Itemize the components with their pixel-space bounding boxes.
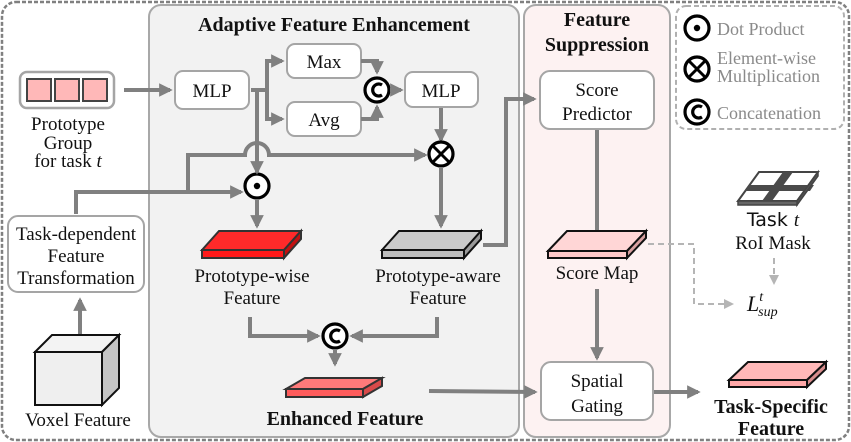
prototype-wise-feature-slab (199, 228, 304, 261)
prototype-group (18, 70, 116, 110)
multiply-operator (427, 140, 455, 168)
prototype-label-3: for task t (34, 151, 102, 172)
enhancement-title: Adaptive Feature Enhancement (198, 14, 470, 36)
dot-operator (243, 172, 271, 200)
prototype-wise-label-1: Prototype-wise (194, 266, 309, 287)
arrow-max-to-concat (361, 59, 384, 75)
score-map-label: Score Map (556, 263, 639, 284)
score-predictor-line2: Predictor (562, 104, 632, 125)
dot-product-icon (683, 14, 711, 42)
legend-frame (675, 5, 845, 130)
enhanced-feature-label: Enhanced Feature (267, 408, 424, 430)
task-specific-feature-slab (726, 359, 829, 390)
arrow-avg-to-concat (361, 104, 384, 121)
voxel-feature-cube (32, 332, 122, 408)
enhanced-feature-slab (282, 376, 386, 399)
suppression-title-line1: Feature (564, 9, 630, 31)
roi-mask-slab (736, 169, 820, 208)
arrow-aware-to-concat (349, 317, 439, 343)
transformation-box[interactable] (7, 215, 145, 293)
legend-multiplication: Multiplication (717, 66, 820, 86)
spatial-gating-line1: Spatial (571, 371, 624, 392)
arrow-aware-to-score-predictor (483, 92, 537, 247)
transformation-line2: Feature (48, 246, 105, 267)
arrow-wise-to-concat (248, 317, 321, 343)
task-specific-label-2: Feature (738, 418, 804, 440)
mlp-2-label: MLP (421, 81, 460, 102)
prototype-aware-feature-slab (379, 228, 484, 261)
mlp-block-2[interactable] (404, 71, 479, 108)
score-predictor-line1: Score (575, 80, 618, 101)
roi-mask-label-1: Task t (746, 209, 800, 231)
spatial-gating-line2: Gating (571, 396, 623, 417)
arrow-mlp-to-avg (265, 90, 285, 126)
roi-mask-label-2: RoI Mask (735, 233, 811, 254)
legend-element-wise: Element-wise (717, 48, 816, 68)
task-specific-label-1: Task-Specific (714, 396, 828, 418)
concat-operator-1 (363, 76, 391, 104)
legend: Dot Product Element-wise Multiplication … (675, 5, 845, 130)
prototype-aware-label-2: Feature (410, 288, 467, 309)
score-predictor-block[interactable] (539, 70, 655, 130)
transformation-line3: Transformation (17, 268, 135, 289)
prototype-token (26, 78, 52, 102)
prototype-wise-label-2: Feature (224, 288, 281, 309)
concatenation-icon (683, 98, 711, 126)
enhancement-panel (148, 4, 520, 438)
prototype-label-1: Prototype (31, 114, 105, 135)
spatial-gating-block[interactable] (540, 361, 654, 421)
arrow-enhanced-to-gating (428, 385, 538, 399)
arrow-transform-to-multiply (186, 141, 428, 192)
concat-operator-2 (321, 322, 349, 350)
dashed-scoremap-to-loss (648, 243, 734, 309)
prototype-aware-label-1: Prototype-aware (375, 266, 501, 287)
prototype-label-2: Group (44, 133, 93, 154)
prototype-token (54, 78, 80, 102)
legend-dot-product: Dot Product (717, 19, 805, 39)
score-map-slab (545, 228, 649, 261)
element-wise-multiplication-icon (683, 55, 711, 83)
transformation-line1: Task-dependent (16, 224, 137, 245)
mlp-block-1[interactable] (174, 70, 250, 110)
mlp-1-label: MLP (192, 81, 231, 102)
prototype-token (82, 78, 108, 102)
legend-concatenation: Concatenation (717, 103, 821, 123)
avg-label: Avg (308, 110, 340, 131)
voxel-feature-label: Voxel Feature (25, 410, 131, 431)
suppression-title-line2: Suppression (545, 34, 649, 56)
max-label: Max (307, 52, 342, 73)
